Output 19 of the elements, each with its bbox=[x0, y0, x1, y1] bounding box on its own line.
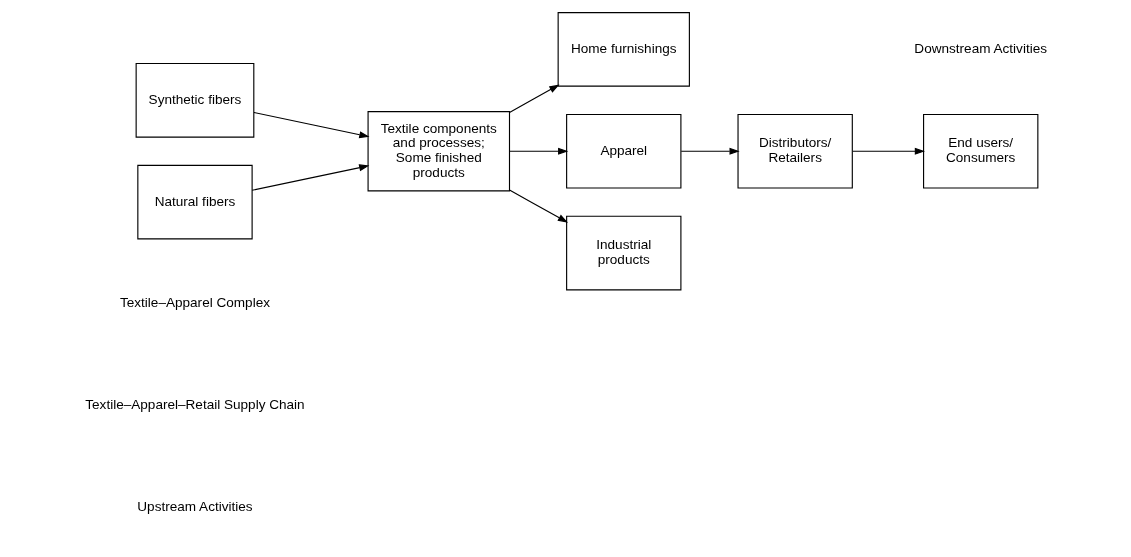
arrow bbox=[680, 147, 740, 155]
label: Textile–Apparel–Retail Supply Chain bbox=[85, 397, 305, 413]
node-box: End users/ Consumers bbox=[923, 113, 1039, 189]
arrow bbox=[508, 84, 560, 113]
arrow bbox=[508, 189, 569, 223]
arrow bbox=[251, 164, 370, 191]
label: Textile–Apparel Complex bbox=[119, 295, 270, 311]
arrow bbox=[852, 147, 925, 155]
node-box: Textile components and processes; Some finished products bbox=[367, 111, 511, 192]
arrow bbox=[508, 147, 569, 155]
label: Downstream Activities bbox=[914, 40, 1048, 56]
node-box: Distributors/ Retailers bbox=[737, 113, 853, 189]
node-box: Home furnishings bbox=[557, 12, 690, 87]
node-box: Synthetic fibers bbox=[135, 62, 255, 138]
arrow bbox=[253, 111, 370, 139]
node-box: Industrial products bbox=[566, 215, 682, 291]
node-box: Natural fibers bbox=[137, 164, 253, 240]
node-box: Apparel bbox=[566, 113, 682, 189]
label: Upstream Activities bbox=[137, 499, 253, 515]
